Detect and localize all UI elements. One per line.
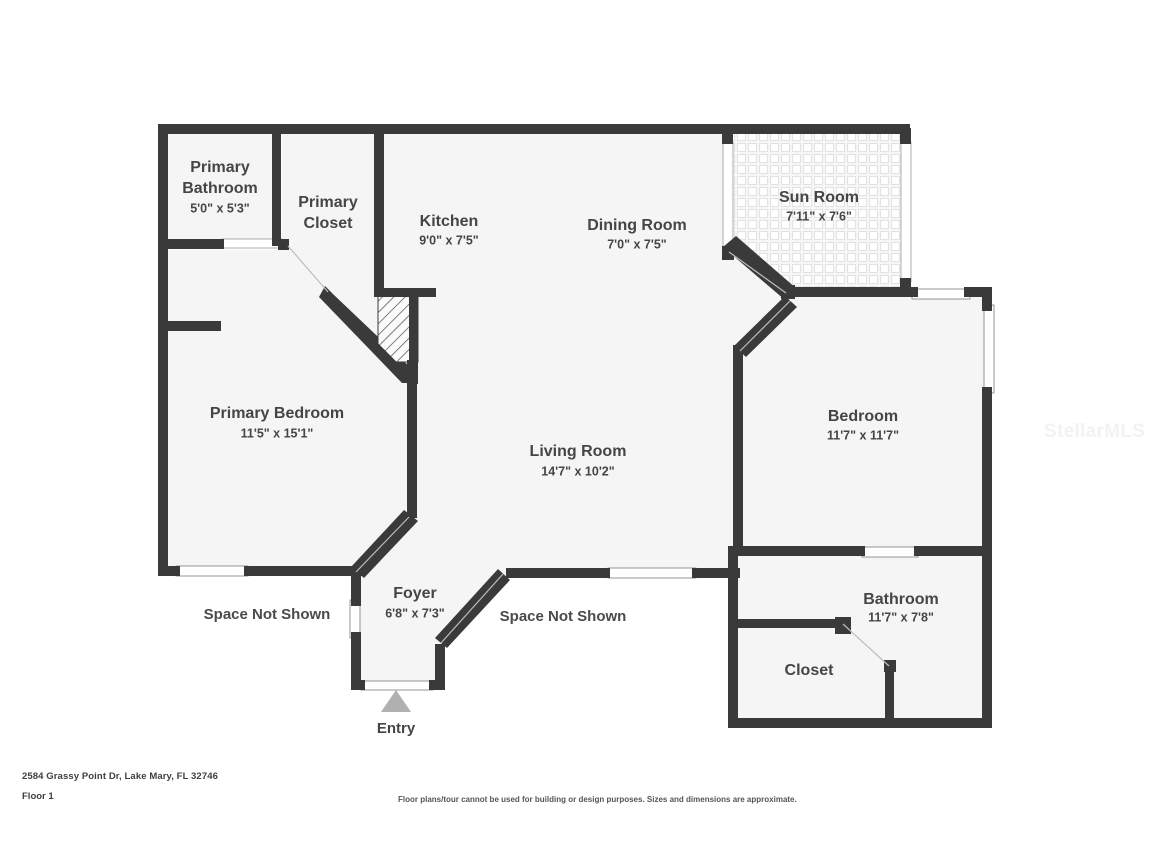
- wall-sunroom-right-bottom: [900, 278, 911, 294]
- dims-sun-room: 7'11" x 7'6": [786, 209, 852, 223]
- wall-bedroom-nook-stub: [162, 321, 221, 331]
- wall-pantry-right: [409, 288, 418, 384]
- annotation-entry: Entry: [377, 720, 416, 737]
- room-labels: Primary Bathroom 5'0" x 5'3" Primary Clo…: [182, 159, 939, 679]
- dims-living-room: 14'7" x 10'2": [541, 464, 614, 478]
- door-swing-bedroom: [739, 300, 791, 352]
- dims-kitchen: 9'0" x 7'5": [419, 233, 479, 247]
- wall-sunroom-right-top: [900, 128, 911, 144]
- wall-primary-bedroom-right: [407, 360, 417, 518]
- label-kitchen: Kitchen: [420, 213, 479, 230]
- wall-bathroom-left: [728, 546, 738, 726]
- dims-bedroom: 11'7" x 11'7": [827, 428, 899, 442]
- label-primary-bathroom-line2: Bathroom: [182, 180, 258, 197]
- wall-primary-bedroom-bottom: [158, 566, 180, 576]
- wall-bedroom-top-seg: [964, 287, 992, 297]
- wall-primary-closet-right: [374, 128, 384, 294]
- wall-exterior-right-top: [982, 287, 992, 311]
- wall-living-bottom-b: [692, 568, 740, 578]
- doorway-bedroom-bottom: [861, 546, 919, 558]
- wall-primary-bath-right: [272, 128, 281, 246]
- door-swing-primary-closet: [287, 245, 329, 293]
- door-swing-sunroom: [728, 251, 787, 294]
- wall-primary-bedroom-diagonal: [351, 510, 418, 578]
- label-foyer: Foyer: [393, 585, 437, 602]
- floor-fills: [166, 128, 990, 727]
- window-primary-bedroom: [175, 565, 249, 577]
- wall-foyer-left-b: [351, 632, 361, 690]
- wall-sunroom-bottom: [788, 287, 910, 297]
- wall-closet-door-jamb-a: [835, 617, 851, 634]
- wall-exterior-right-mid: [982, 387, 992, 727]
- wall-pantry-top: [374, 288, 436, 297]
- walls: [158, 124, 992, 728]
- label-primary-closet-line2: Closet: [304, 215, 354, 232]
- stellarmls-watermark: StellarMLS: [1044, 421, 1146, 442]
- label-bedroom: Bedroom: [828, 408, 898, 425]
- floor-primary-bathroom: [166, 128, 275, 243]
- wall-bedroom-left: [733, 345, 743, 555]
- floor-great-room: [355, 128, 788, 690]
- wall-bedroom-bottom-a: [733, 546, 865, 556]
- dims-bathroom: 11'7" x 7'8": [868, 610, 934, 624]
- wall-foyer-right: [435, 644, 445, 690]
- window-sunroom-right: [900, 141, 912, 283]
- label-dining-room: Dining Room: [587, 217, 687, 234]
- footer-floor-label: Floor 1: [22, 791, 54, 802]
- dims-dining-room: 7'0" x 7'5": [607, 237, 667, 251]
- entry-arrow-icon: [381, 690, 411, 712]
- label-bathroom: Bathroom: [863, 591, 939, 608]
- wall-bedroom-top-right: [908, 287, 918, 297]
- window-living-room: [607, 567, 697, 579]
- label-primary-bathroom-line1: Primary: [190, 159, 250, 176]
- label-primary-bedroom: Primary Bedroom: [210, 405, 344, 422]
- floor-sun-room: [730, 130, 908, 292]
- wall-sunroom-diagonal: [723, 236, 797, 300]
- wall-exterior-left: [158, 124, 168, 576]
- window-bedroom-right: [983, 304, 995, 394]
- wall-closet-jamb: [278, 239, 289, 250]
- door-swings: [287, 245, 890, 667]
- wall-exterior-top-mid: [276, 124, 910, 134]
- dims-primary-bedroom: 11'5" x 15'1": [241, 426, 314, 440]
- floor-bedroom: [740, 294, 990, 551]
- wall-primary-bath-bottom-a: [162, 239, 224, 249]
- label-primary-closet-line1: Primary: [298, 194, 358, 211]
- door-swing-foyer-bedroom: [355, 516, 410, 573]
- wall-closet-top: [733, 619, 843, 628]
- door-swing-foyer-living: [440, 573, 504, 644]
- wall-bathroom-bottom: [728, 718, 992, 728]
- wall-foyer-bottom-a: [351, 680, 365, 690]
- wall-closet-right: [885, 664, 894, 722]
- wall-sunroom-left-top: [722, 128, 733, 144]
- annotation-space-not-shown-center: Space Not Shown: [500, 608, 627, 625]
- label-closet: Closet: [785, 662, 835, 679]
- wall-primary-bedroom-bottom-b: [244, 566, 362, 576]
- wall-foyer-left: [351, 566, 361, 606]
- floor-primary-bedroom: [166, 250, 413, 572]
- wall-sunroom-corner-node: [781, 285, 795, 299]
- wall-bedroom-bottom-b: [914, 546, 992, 556]
- label-living-room: Living Room: [530, 443, 627, 460]
- footer-address: 2584 Grassy Point Dr, Lake Mary, FL 3274…: [22, 771, 218, 782]
- door-swing-closet: [842, 623, 890, 667]
- dims-primary-bathroom: 5'0" x 5'3": [190, 201, 250, 215]
- label-sun-room: Sun Room: [779, 189, 859, 206]
- wall-exterior-top-left: [158, 124, 282, 134]
- wall-closet-diagonal: [319, 286, 414, 383]
- window-bedroom-top: [911, 288, 971, 300]
- window-foyer-entry: [360, 680, 434, 691]
- window-sunroom-left: [722, 141, 734, 251]
- wall-closet-door-jamb-b: [884, 660, 896, 672]
- annotation-space-not-shown-left: Space Not Shown: [204, 606, 331, 623]
- plan-annotations: Space Not Shown Space Not Shown Entry: [204, 606, 627, 737]
- wall-living-bottom-a: [506, 568, 610, 578]
- footer-disclaimer: Floor plans/tour cannot be used for buil…: [398, 795, 797, 804]
- dims-foyer: 6'8" x 7'3": [385, 606, 445, 620]
